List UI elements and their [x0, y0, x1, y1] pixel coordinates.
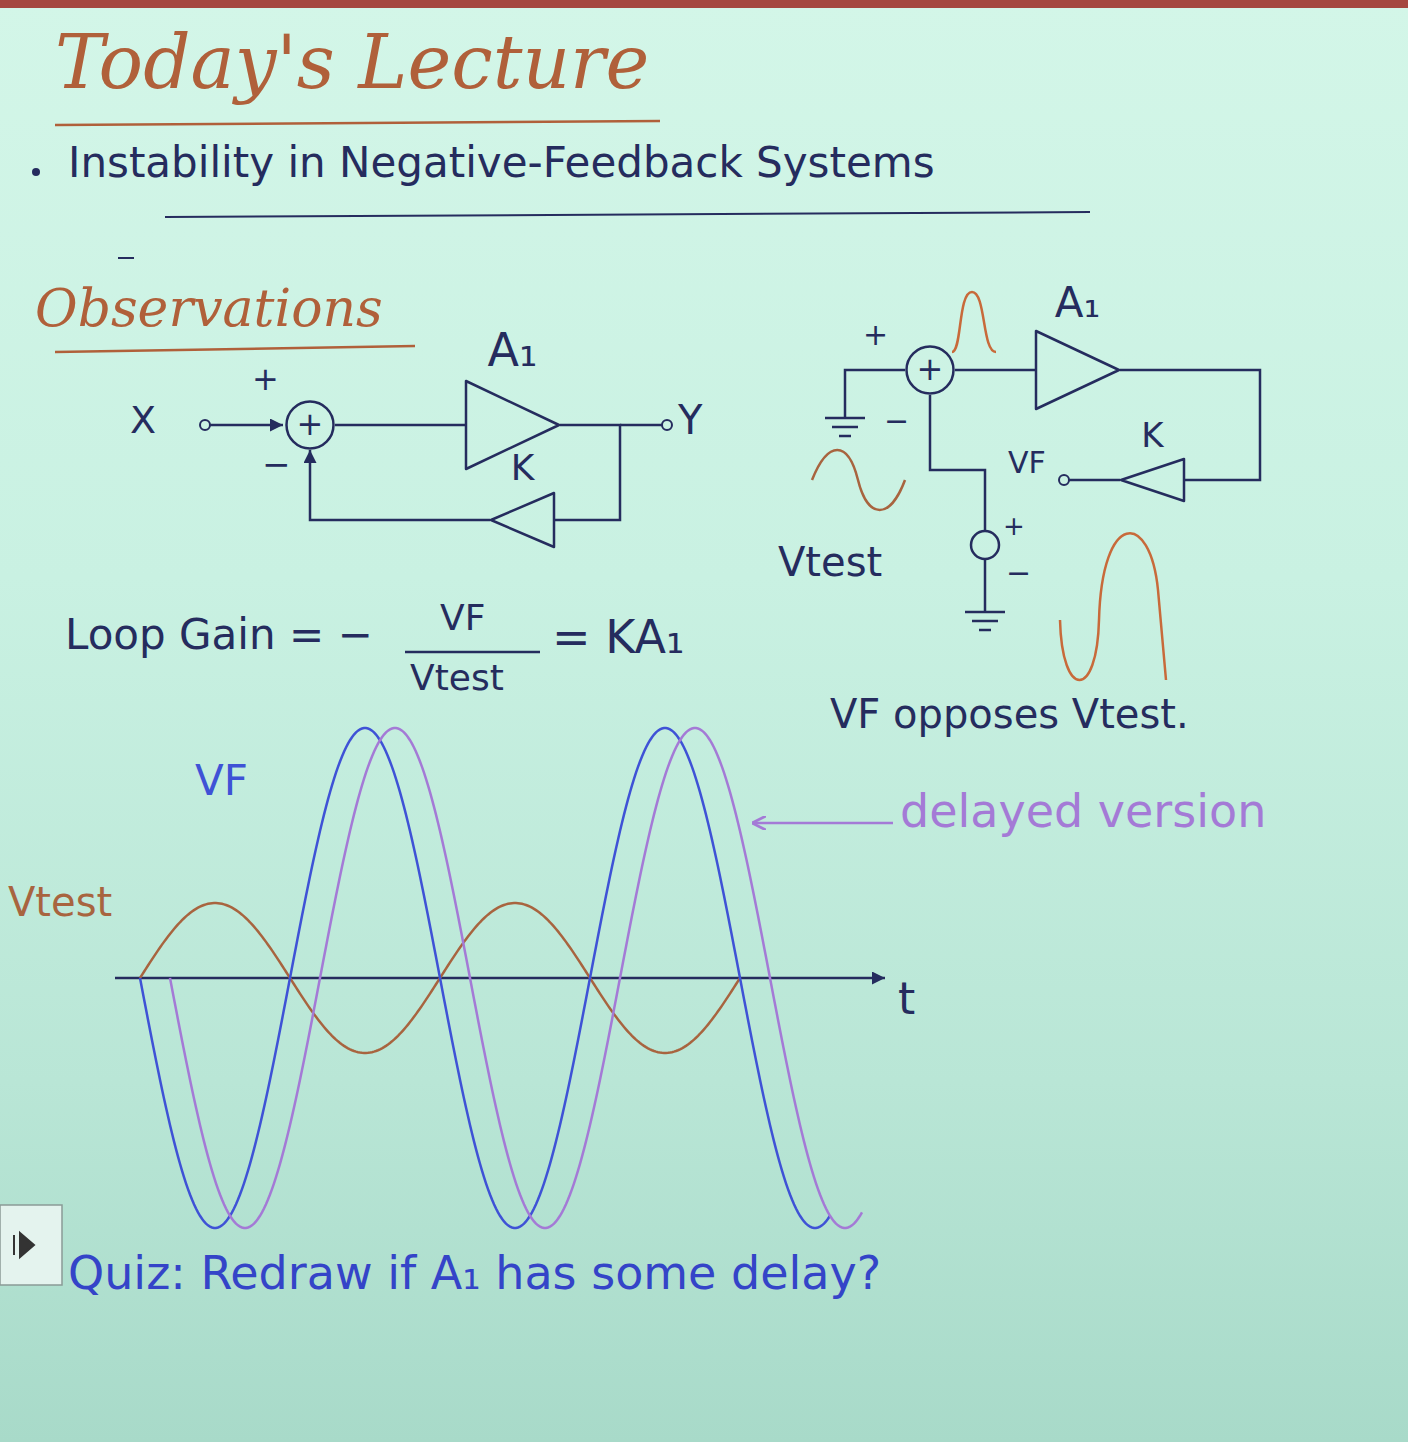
vf-wire	[1069, 479, 1120, 482]
ground-symbol	[965, 612, 1005, 630]
test-wire	[930, 395, 985, 531]
signal-wire	[955, 369, 1035, 372]
summing-junction: +	[285, 400, 335, 450]
junction-sign: +	[297, 407, 324, 442]
amplifier-triangle	[1035, 330, 1120, 410]
rule-line	[165, 212, 1090, 217]
curve-label: Vtest	[8, 880, 112, 924]
heading-underline	[55, 346, 415, 352]
triangle-outline	[1036, 331, 1119, 409]
amplifier-label: K	[1141, 417, 1163, 454]
sign-mark: −	[1006, 556, 1031, 589]
amplifier-triangle	[490, 492, 555, 548]
fraction-numerator: VF	[440, 598, 485, 638]
note-text: VF opposes Vtest.	[830, 692, 1189, 736]
amplifier-label: K	[511, 448, 535, 488]
delayed-curve	[170, 728, 862, 1228]
input-wire	[210, 424, 283, 427]
source-ground-wire	[984, 559, 987, 612]
sign-mark: +	[252, 362, 279, 397]
quiz-text: Quiz: Redraw if A₁ has some delay?	[68, 1248, 881, 1299]
title-text: Today's Lecture	[55, 22, 649, 103]
output-terminal	[662, 420, 672, 430]
play-icon	[14, 1233, 34, 1257]
junction-sign: +	[917, 352, 944, 387]
waveforms	[140, 728, 862, 1228]
sign-mark: −	[262, 446, 291, 483]
fraction-denominator: Vtest	[410, 658, 504, 698]
play-button	[0, 1205, 62, 1285]
curve-label: delayed version	[900, 786, 1266, 837]
fraction-bar	[405, 651, 540, 654]
input-terminal	[200, 420, 210, 430]
curve-label: VF	[195, 758, 248, 804]
sign-mark: +	[863, 318, 888, 351]
amplifier-label: A₁	[1055, 280, 1101, 326]
triangle-outline	[491, 493, 554, 547]
title-underline	[55, 121, 660, 125]
ground-symbol	[825, 418, 865, 436]
test-source	[971, 531, 999, 559]
feedback-amplifier: K	[490, 492, 555, 548]
junction-outline	[907, 347, 954, 394]
bullet-dot	[32, 168, 40, 176]
test-waveform	[812, 450, 905, 510]
summing-junction: +	[905, 345, 955, 395]
amplifier-label: A₁	[488, 325, 538, 376]
vf-curve	[140, 728, 830, 1228]
leader-arrow	[752, 822, 893, 825]
triangle-outline	[1121, 459, 1184, 501]
signal-wire	[335, 424, 465, 427]
junction-outline	[287, 402, 334, 449]
signal-name: Vtest	[778, 540, 882, 584]
signal-wire	[310, 450, 490, 520]
section-heading: Observations	[35, 280, 383, 337]
output-wire	[620, 424, 662, 427]
pulse-waveform	[952, 292, 996, 352]
feedback-waveform	[1060, 533, 1166, 680]
top-strip	[0, 0, 1408, 8]
sign-mark: −	[884, 404, 909, 437]
sign-mark: +	[1003, 512, 1025, 541]
signal-name: Y	[678, 398, 702, 442]
signal-name: X	[130, 400, 156, 442]
heading-text: Instability in Negative-Feedback Systems	[68, 140, 935, 186]
signal-wire	[555, 425, 620, 520]
equation-text: = KA₁	[552, 612, 684, 663]
dash-mark	[118, 257, 134, 259]
vf-terminal	[1059, 475, 1069, 485]
amplifier-triangle	[1120, 458, 1185, 502]
feedback-amplifier: K	[1120, 458, 1185, 502]
amplifier-symbol: A₁	[1035, 330, 1120, 410]
signal-name: VF	[1008, 446, 1046, 479]
axis-label: t	[898, 975, 915, 1023]
equation-text: Loop Gain = −	[65, 612, 373, 658]
signal-wire	[1120, 370, 1260, 480]
